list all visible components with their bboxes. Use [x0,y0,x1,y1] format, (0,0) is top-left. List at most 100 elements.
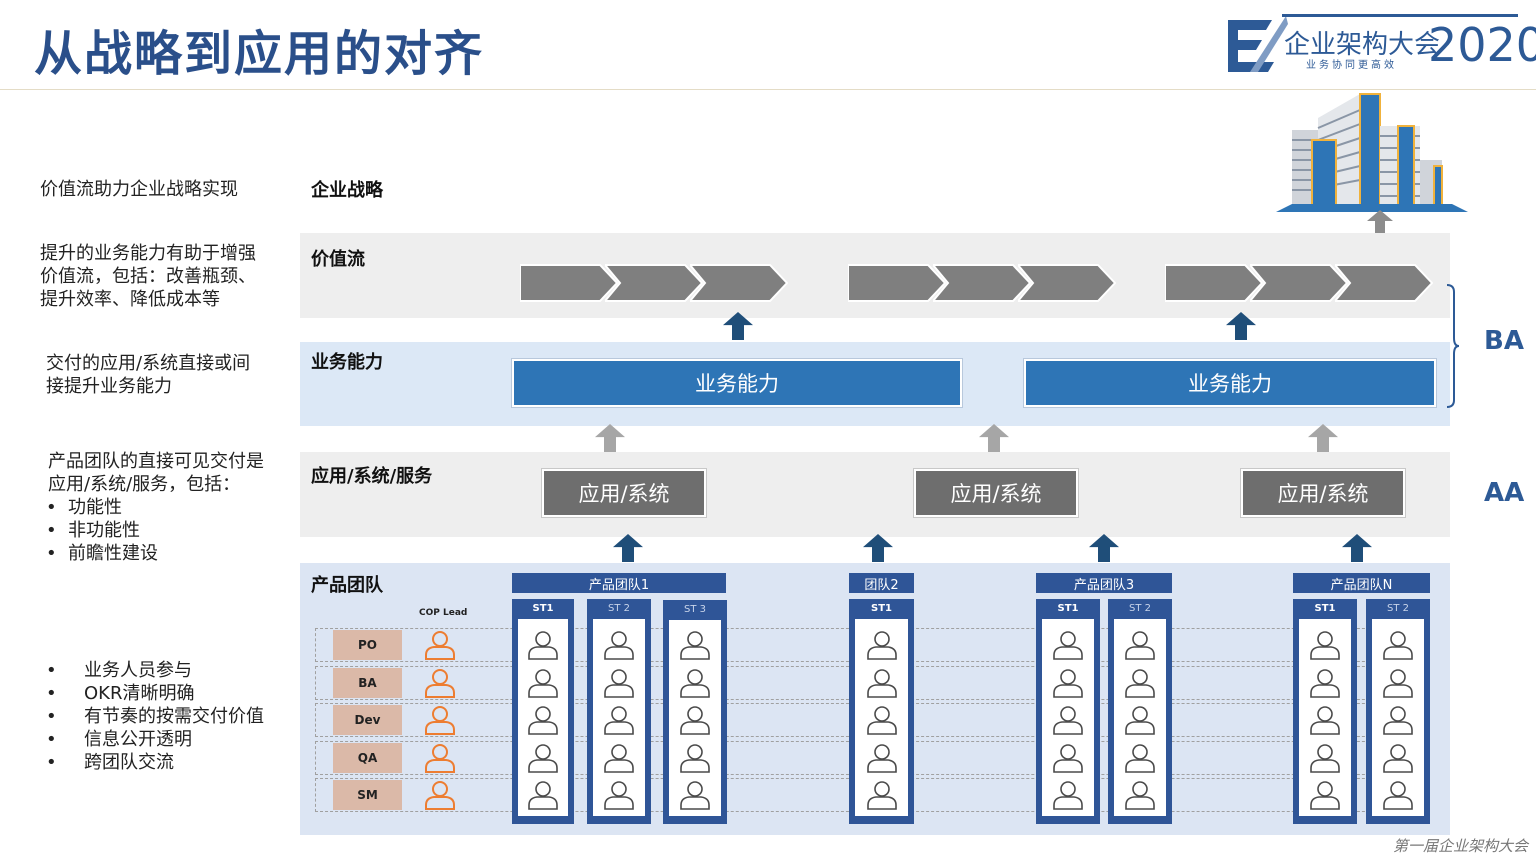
person-icon-slot [602,743,636,773]
app-box: 应用/系统 [914,469,1078,517]
arrow-up-icon [1367,210,1393,234]
chevron-shape [690,264,788,302]
person-icon [528,781,558,810]
person-icon [1310,781,1340,810]
person-icon [1125,744,1155,773]
person-icon [604,706,634,735]
person-icon-slot [678,705,712,735]
logo: 企业架构大会 业务协同更高效 2020 [1228,14,1536,74]
person-icon [1125,781,1155,810]
person-icon-slot [602,668,636,698]
role-label: Dev [333,705,402,735]
person-icon [425,706,455,735]
person-icon-slot [678,780,712,810]
role-label: BA [333,668,402,698]
team-column: ST1 [849,599,914,824]
arrow-up-icon [595,424,625,452]
person-orange-icon [423,780,457,810]
person-icon-slot [1308,668,1342,698]
column-header: ST 2 [608,602,630,614]
person-icon [425,781,455,810]
text-strategy: 价值流助力企业战略实现 [40,179,238,200]
person-icon [1383,669,1413,698]
person-icon-slot [678,668,712,698]
column-header: ST1 [871,602,892,614]
arrow-up-icon [1342,534,1372,562]
logo-mark-icon [1228,16,1288,72]
person-icon-slot [865,743,899,773]
chevron-shape [848,264,946,302]
person-icon [1125,669,1155,698]
person-icon [680,744,710,773]
text-team: 业务人员参与 OKR清晰明确 有节奏的按需交付价值 信息公开透明 跨团队交流 [46,659,286,774]
footer-text: 第一届企业架构大会 [1392,837,1528,855]
person-icon-slot [865,668,899,698]
capability-box: 业务能力 [512,359,962,407]
team-column: ST 2 [587,599,651,824]
person-icon [680,631,710,660]
person-icon [1053,631,1083,660]
person-icon-slot [865,630,899,660]
person-icon [425,669,455,698]
layer-label-capability: 业务能力 [311,352,383,373]
person-icon-slot [1381,630,1415,660]
team-header: 产品团队1 [512,573,726,593]
cop-lead-label: COP Lead [419,608,468,618]
person-icon-slot [1051,630,1085,660]
person-icon-slot [1308,780,1342,810]
column-header: ST 3 [684,603,706,615]
person-icon [528,669,558,698]
person-icon-slot [865,705,899,735]
chevron-shape [1250,264,1348,302]
column-body [669,620,721,816]
person-icon-slot [1123,705,1157,735]
person-icon-slot [526,780,560,810]
person-icon [866,706,897,735]
person-icon [1125,631,1155,660]
title-divider [0,89,1536,90]
chevron-shape [520,264,618,302]
person-icon-slot [1308,743,1342,773]
text-app: 产品团队的直接可见交付是应用/系统/服务，包括： 功能性 非功能性 前瞻性建设 [46,450,274,565]
arrow-up-icon [613,534,643,562]
team-column: ST1 [1036,599,1100,824]
person-icon-slot [526,705,560,735]
layer-label-strategy: 企业战略 [311,180,383,201]
list-item: 非功能性 [46,519,274,542]
person-icon-slot [602,630,636,660]
arrow-up-icon [863,534,893,562]
person-orange-icon [423,630,457,660]
person-icon-slot [1123,743,1157,773]
person-icon [528,706,558,735]
team-column: ST 2 [1108,599,1172,824]
arrow-up-icon [723,312,753,340]
column-body [593,619,645,816]
list-item: 跨团队交流 [46,751,286,774]
person-icon [604,669,634,698]
team-column: ST1 [512,599,574,824]
role-label: QA [333,743,402,773]
column-body [855,619,908,816]
person-icon [604,744,634,773]
person-icon-slot [1123,630,1157,660]
person-icon-slot [1381,668,1415,698]
capability-box: 业务能力 [1024,359,1436,407]
person-icon-slot [1123,668,1157,698]
arrow-up-icon [1226,312,1256,340]
person-icon [1383,744,1413,773]
person-icon-slot [526,668,560,698]
chevron-shape [1335,264,1433,302]
arrow-up-icon [1089,534,1119,562]
side-label-aa: AA [1484,478,1525,508]
person-icon [680,781,710,810]
column-header: ST1 [532,602,554,614]
layer-label-value-stream: 价值流 [311,249,365,270]
role-label: SM [333,780,402,810]
person-icon-slot [1381,743,1415,773]
person-icon [1053,744,1083,773]
list-item: OKR清晰明确 [46,682,286,705]
person-icon [528,631,558,660]
team-header: 团队2 [849,573,914,593]
side-label-ba: BA [1484,326,1524,356]
arrow-up-icon [1308,424,1338,452]
